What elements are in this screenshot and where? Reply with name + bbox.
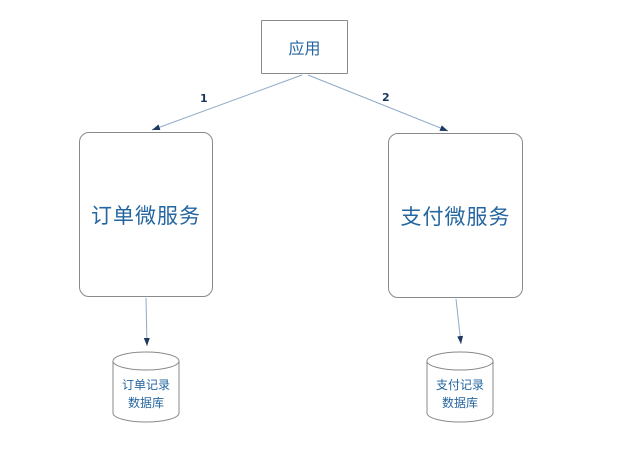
payment-db-label-line1: 支付记录 [435,378,484,392]
edge-label-2: 2 [382,91,390,104]
node-app-label: 应用 [288,39,321,58]
edge-payment-to-db-line [455,298,464,345]
node-order-service-label: 订单微服务 [91,203,201,228]
payment-db-label-line2: 数据库 [441,396,478,410]
node-app: 应用 [261,20,348,74]
order-db-label-line1: 订单记录 [121,378,170,392]
node-payment-service-label: 支付微服务 [400,204,511,229]
node-order-db-label: 订单记录 数据库 [113,376,179,412]
edge-app-to-order-line [151,74,303,131]
order-db-cylinder-body [112,361,180,423]
node-payment-service: 支付微服务 [388,133,523,298]
edge-app-to-payment-line [307,74,449,132]
node-order-service: 订单微服务 [79,132,213,297]
payment-db-cylinder-body [426,361,494,423]
order-db-label-line2: 数据库 [127,396,164,410]
payment-db-cylinder-top [426,351,494,371]
edge-order-to-db-line [143,297,150,347]
node-payment-db-label: 支付记录 数据库 [427,376,493,412]
edge-label-1: 1 [200,92,208,105]
order-db-cylinder-top [112,351,180,371]
